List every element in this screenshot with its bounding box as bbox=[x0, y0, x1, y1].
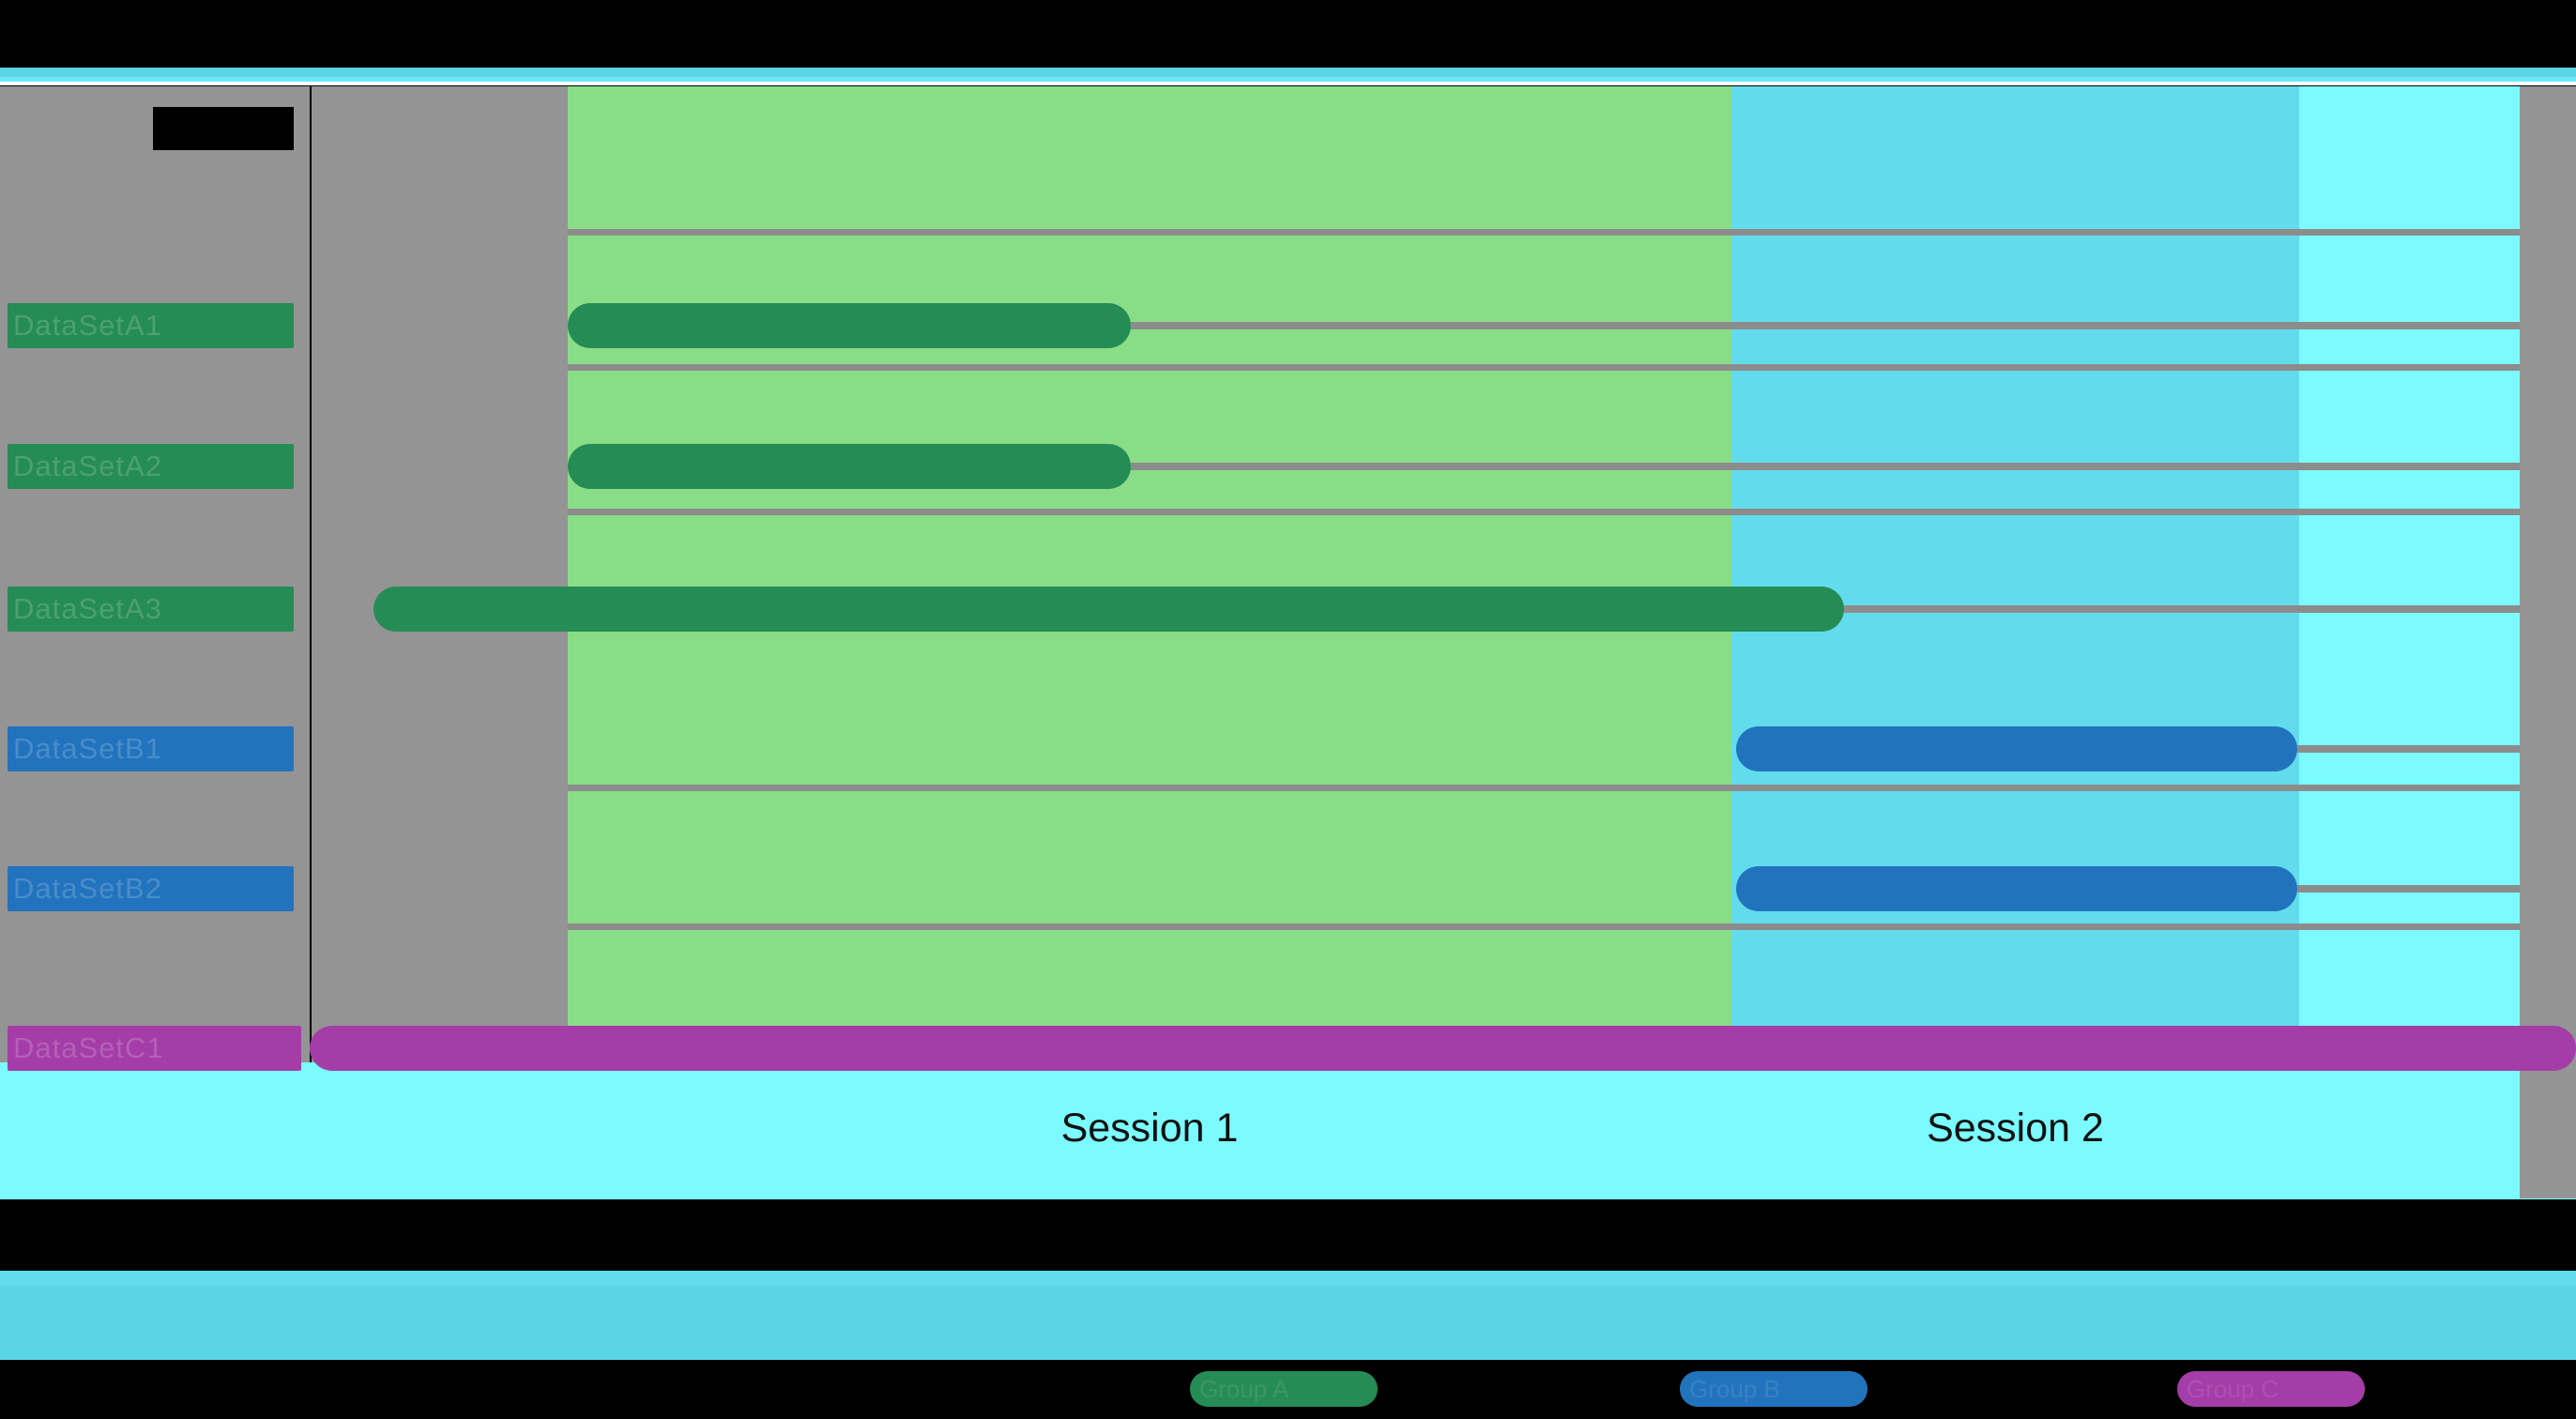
legend-swatch bbox=[1680, 1371, 1867, 1407]
gridline bbox=[568, 509, 2520, 515]
session-band-label: Session 1 bbox=[1060, 1106, 1239, 1151]
top-accent-strip-light bbox=[0, 77, 2576, 82]
gridline bbox=[568, 923, 2520, 930]
bar-track bbox=[1131, 322, 2520, 329]
y-axis-label: DataSetC1 bbox=[8, 1026, 301, 1071]
gantt-bar[interactable] bbox=[310, 1026, 2576, 1071]
legend-item[interactable]: Group C bbox=[2177, 1371, 2365, 1407]
gridline bbox=[568, 229, 2520, 236]
session-band bbox=[1731, 86, 2299, 1199]
gridline bbox=[568, 364, 2520, 371]
gantt-bar[interactable] bbox=[568, 303, 1131, 348]
bar-track bbox=[2297, 745, 2520, 753]
legend-label: Group A bbox=[1199, 1375, 1289, 1403]
bar-track bbox=[1131, 463, 2520, 470]
legend-item[interactable]: Group B bbox=[1680, 1371, 1867, 1407]
chart-legend: Group A Group B Group C bbox=[0, 1360, 2576, 1419]
session-band-label: Session 2 bbox=[1927, 1106, 2104, 1151]
top-accent-strip bbox=[0, 68, 2576, 77]
legend-label: Group C bbox=[2187, 1375, 2279, 1403]
label-gutter-right bbox=[312, 86, 568, 1062]
gantt-bar[interactable] bbox=[1736, 866, 2297, 911]
session-band bbox=[568, 86, 1731, 1199]
gantt-bar[interactable] bbox=[568, 444, 1131, 489]
legend-swatch bbox=[1190, 1371, 1378, 1407]
y-axis-label: DataSetB2 bbox=[8, 866, 294, 911]
page-title bbox=[153, 107, 294, 150]
cyan-seam bbox=[0, 1271, 2576, 1286]
legend-swatch bbox=[2177, 1371, 2365, 1407]
gantt-bar[interactable] bbox=[1736, 726, 2297, 771]
gridline bbox=[568, 785, 2520, 791]
legend-label: Group B bbox=[1689, 1375, 1780, 1403]
bar-track bbox=[2297, 885, 2520, 893]
gantt-bar[interactable] bbox=[373, 587, 1844, 632]
label-gutter-left bbox=[0, 86, 310, 1062]
top-accent-strip-white bbox=[0, 82, 2576, 85]
right-margin-slab bbox=[2520, 86, 2576, 1198]
legend-item[interactable]: Group A bbox=[1190, 1371, 1378, 1407]
y-axis-label: DataSetB1 bbox=[8, 726, 294, 771]
y-axis-label: DataSetA3 bbox=[8, 587, 294, 632]
y-axis-label: DataSetA2 bbox=[8, 444, 294, 489]
y-axis-label: DataSetA1 bbox=[8, 303, 294, 348]
cyan-floor bbox=[0, 1062, 2576, 1199]
bar-track bbox=[1844, 605, 2520, 613]
